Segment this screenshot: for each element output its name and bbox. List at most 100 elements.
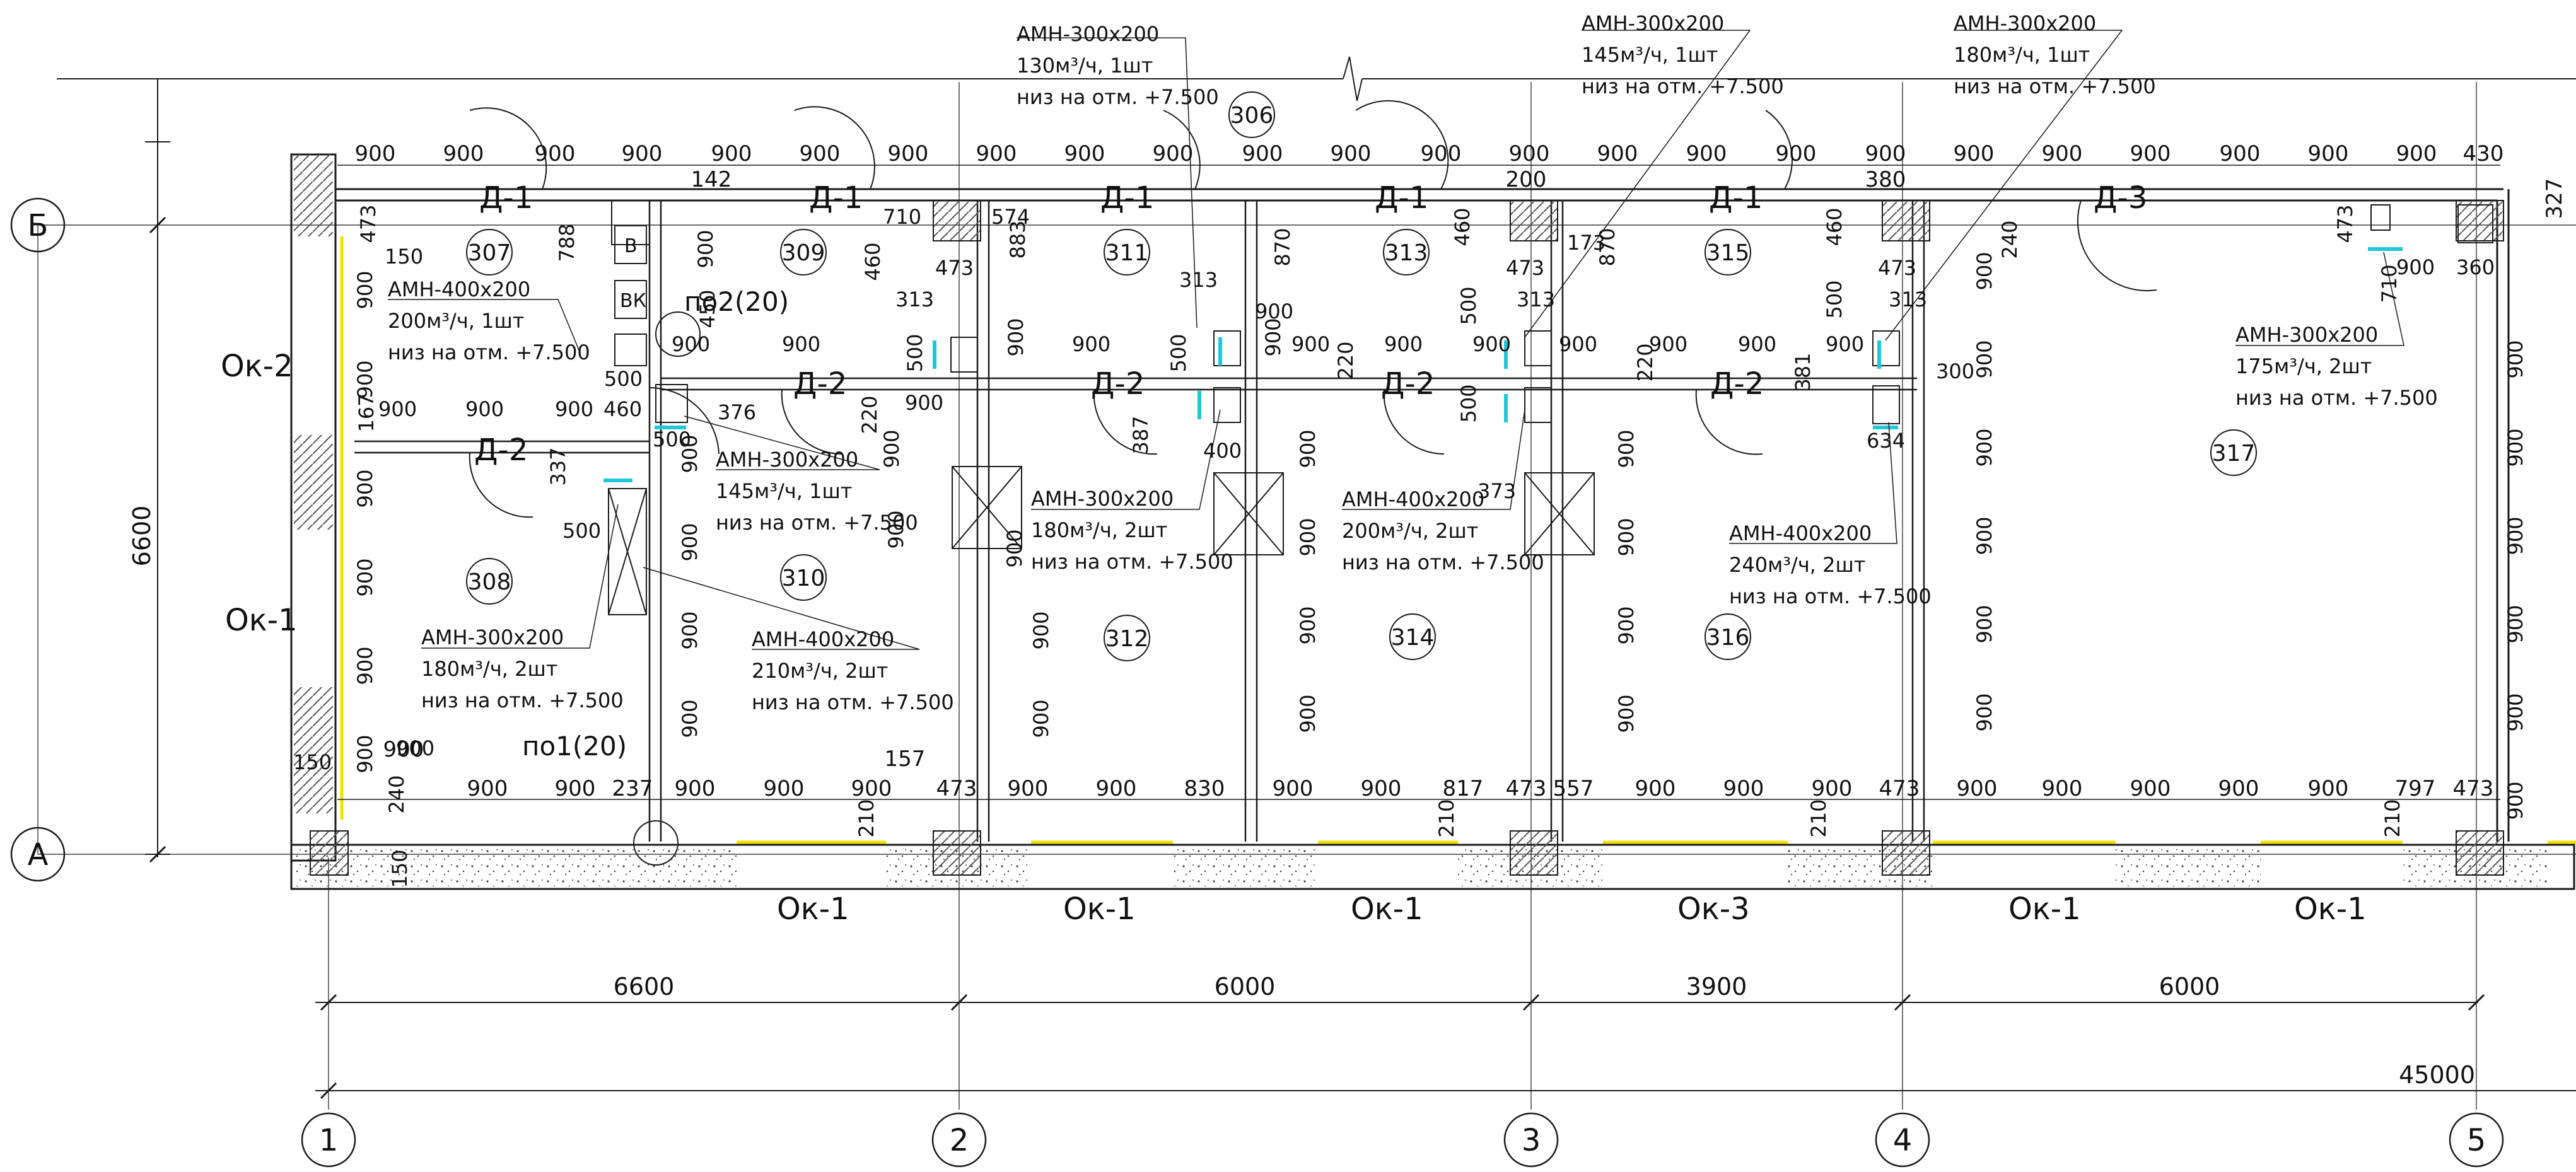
dim: 381 <box>1791 352 1815 391</box>
door-label: Д-2 <box>1710 366 1764 402</box>
dim: 430 <box>2463 141 2504 166</box>
dim: 210 <box>1807 799 1831 837</box>
dim: 210 <box>2381 799 2404 837</box>
dim: 900 <box>888 141 929 166</box>
dim: 900 <box>443 141 484 166</box>
diffuser-flow: 240м³/ч, 2шт <box>1729 553 1865 577</box>
room-314: 314 <box>1391 625 1435 651</box>
dim: 360 <box>2456 255 2495 279</box>
room-312: 312 <box>1105 626 1149 652</box>
diffuser-flow: 175м³/ч, 2шт <box>2235 354 2372 378</box>
shaft-label-vk: ВК <box>620 290 646 312</box>
dim: 900 <box>1865 141 1906 166</box>
dim: 150 <box>293 750 332 774</box>
dim: 900 <box>851 776 892 801</box>
dim: 900 <box>353 734 377 773</box>
axis-label-b: Б <box>28 208 49 243</box>
fire-labels: по2(20) по1(20) <box>522 286 789 762</box>
dim: 500 <box>903 334 927 372</box>
room-313: 313 <box>1385 240 1428 266</box>
dim: 900 <box>672 332 710 356</box>
dim: 900 <box>694 229 718 268</box>
dim: 210 <box>854 799 878 837</box>
diffuser-level: низ на отм. +7.500 <box>1342 550 1544 574</box>
door-swings <box>469 100 2157 518</box>
door-label: Д-2 <box>1381 366 1435 402</box>
dim: 870 <box>1595 228 1619 266</box>
diffuser-name: АМН-300х200 <box>716 448 858 472</box>
window-label: Ок-1 <box>225 603 298 638</box>
dim: 900 <box>1738 332 1776 356</box>
dim: 500 <box>1167 334 1191 372</box>
dim: 900 <box>1331 141 1372 166</box>
axis-label-a: А <box>28 837 49 873</box>
dim: 710 <box>2377 264 2401 303</box>
leader-lines <box>388 30 2404 650</box>
diffuser-flow: 200м³/ч, 1шт <box>388 309 524 333</box>
diffuser-level: низ на отм. +7.500 <box>388 340 590 364</box>
axis-bubbles: Б А 1 2 3 4 5 <box>10 197 2504 1168</box>
dim: 900 <box>1153 141 1194 166</box>
dim: 220 <box>1633 343 1657 381</box>
dim: 500 <box>653 427 691 451</box>
dim: 142 <box>691 167 732 192</box>
dim: 240 <box>1998 220 2022 258</box>
dim: 900 <box>2503 340 2527 378</box>
door-label: Д-2 <box>793 366 847 402</box>
door-label: Д-2 <box>1091 366 1145 402</box>
dim: 900 <box>1384 332 1423 356</box>
door-label: Д-1 <box>1100 180 1154 216</box>
dim: 220 <box>858 395 882 434</box>
diffuser-level: низ на отм. +7.500 <box>752 690 954 714</box>
dim: 900 <box>2308 776 2349 801</box>
dim: 900 <box>1614 694 1638 733</box>
window-label: Ок-1 <box>1063 891 1136 927</box>
dim: 900 <box>678 611 702 649</box>
dim: 900 <box>1242 141 1283 166</box>
axis-label-3: 3 <box>1522 1123 1541 1158</box>
dim: 473 <box>935 256 974 280</box>
dim: 900 <box>1973 605 1996 643</box>
axis-label-2: 2 <box>950 1123 969 1158</box>
window-label: Ок-3 <box>1677 891 1750 927</box>
dim: 900 <box>1826 332 1864 356</box>
dim: 900 <box>555 776 596 801</box>
dim: 900 <box>1649 332 1687 356</box>
diffuser-level: низ на отм. +7.500 <box>1954 74 2156 98</box>
axis-label-1: 1 <box>319 1123 339 1158</box>
dim: 900 <box>467 776 508 801</box>
shaft-label-v: В <box>624 235 638 257</box>
dim: 500 <box>1457 286 1481 325</box>
dim: 376 <box>718 400 756 424</box>
dim: 337 <box>546 447 570 485</box>
dim: 900 <box>905 391 943 415</box>
dim: 900 <box>1973 340 1996 378</box>
diffuser-flow: 200м³/ч, 2шт <box>1342 519 1478 543</box>
dim: 900 <box>1812 776 1853 801</box>
dim: 900 <box>1559 332 1597 356</box>
dim: 900 <box>2396 141 2437 166</box>
overall-dimensions: 6600 6600 6000 3900 6000 45000 <box>128 506 2475 1089</box>
dim: 900 <box>678 523 702 561</box>
dim: 450 <box>696 289 720 328</box>
dim: 237 <box>612 776 653 801</box>
dim: 900 <box>1509 141 1550 166</box>
dim: 900 <box>1614 429 1638 468</box>
dim: 313 <box>895 287 934 311</box>
dim: 900 <box>1973 693 1996 731</box>
dim: 900 <box>378 397 417 421</box>
dim: 900 <box>1029 699 1053 738</box>
dim: 900 <box>1597 141 1638 166</box>
diffuser-level: низ на отм. +7.500 <box>1729 584 1932 608</box>
dim: 900 <box>1973 252 1996 290</box>
dim: 400 <box>1203 439 1242 463</box>
fire-label-po2: по2(20) <box>684 286 789 317</box>
dim: 900 <box>2218 776 2259 801</box>
dim: 473 <box>1878 256 1916 280</box>
